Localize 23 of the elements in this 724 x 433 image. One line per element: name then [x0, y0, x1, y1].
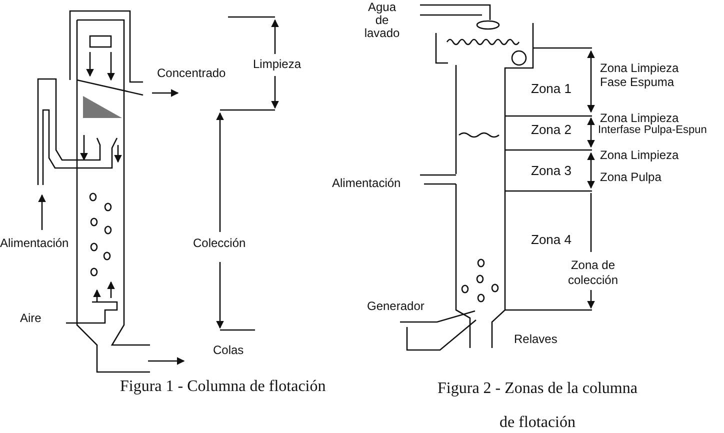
- flow-label: Relaves: [514, 332, 558, 346]
- flow-label: Agua de lavado: [363, 1, 401, 40]
- zone-label: Zona Limpieza: [600, 111, 679, 125]
- flow-label: Concentrado: [157, 66, 226, 80]
- zone-label: Zona Limpieza: [600, 148, 679, 162]
- dimension-label: Zona de colección: [566, 258, 620, 288]
- zone-label: Zona Limpieza: [600, 61, 679, 75]
- flow-label: Alimentación: [0, 236, 69, 250]
- zone-label: Zona 1: [531, 81, 572, 96]
- flow-label: Alimentación: [332, 176, 401, 190]
- zone-label: Zona 3: [531, 163, 572, 178]
- zone-label: Zona Pulpa: [600, 170, 662, 184]
- flow-label: Aire: [20, 311, 42, 325]
- zone-label: Zona 4: [531, 232, 572, 247]
- figure-caption: Figura 1 - Columna de flotación: [120, 377, 326, 397]
- flow-label: Generador: [367, 299, 424, 313]
- dimension-label: Colección: [193, 236, 246, 250]
- zone-label: Interfase Pulpa-Espun: [598, 124, 707, 136]
- zone-label: Fase Espuma: [600, 75, 674, 89]
- dimension-label: Limpieza: [253, 57, 302, 71]
- zone-label: Zona 2: [531, 122, 572, 137]
- flow-label: Colas: [213, 343, 244, 357]
- figure-caption: Figura 2 - Zonas de la columna de flotación: [436, 379, 638, 433]
